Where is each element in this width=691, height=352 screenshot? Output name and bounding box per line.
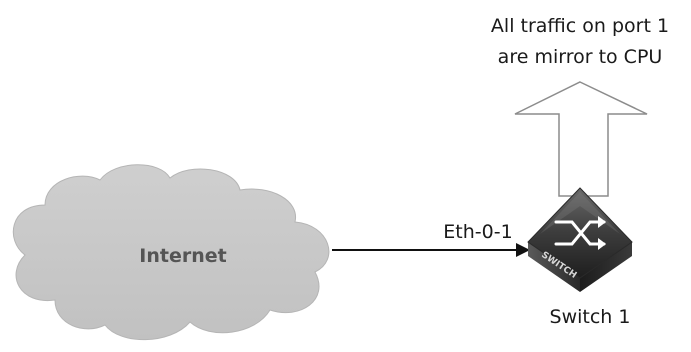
link-arrowhead-icon xyxy=(516,243,530,257)
switch-label: Switch 1 xyxy=(550,306,631,328)
switch-device: SWITCH Switch 1 xyxy=(527,187,633,328)
cloud-icon xyxy=(12,164,330,341)
switch-icon: SWITCH xyxy=(527,187,633,292)
cloud-label: Internet xyxy=(139,245,226,267)
up-arrow-icon xyxy=(514,81,648,197)
cross-arrows-icon xyxy=(554,220,606,246)
internet-cloud: Internet xyxy=(12,164,330,341)
annotation-line-2: are mirror to CPU xyxy=(498,46,663,68)
annotation-line-1: All traffic on port 1 xyxy=(491,15,669,37)
port-label: Eth-0-1 xyxy=(443,221,512,243)
